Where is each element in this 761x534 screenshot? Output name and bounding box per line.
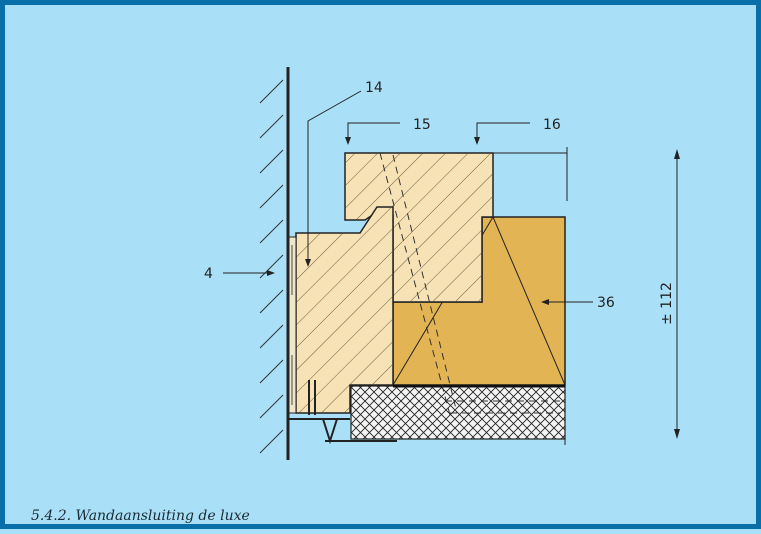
- leader-36: 36: [541, 295, 615, 311]
- part-14-strip: [288, 236, 297, 414]
- part-15-profile: [295, 206, 394, 414]
- label-4: 4: [204, 266, 213, 282]
- dimension-label: ± 112: [659, 282, 675, 325]
- hidden-lines: [379, 152, 560, 416]
- leader-14: [305, 90, 362, 267]
- wall: [259, 67, 290, 460]
- leader-15: [345, 122, 400, 145]
- label-14: 14: [365, 80, 383, 96]
- leader-16: [474, 122, 530, 145]
- label-36: 36: [597, 295, 615, 311]
- dimension-112: ± 112: [659, 149, 680, 439]
- label-16: 16: [543, 117, 561, 133]
- label-15: 15: [413, 117, 431, 133]
- leader-4: 4: [204, 266, 275, 282]
- part-16-profile: [344, 152, 494, 303]
- insulation-layer: [350, 384, 566, 440]
- bottom-profile: [287, 380, 397, 460]
- wall-connection-drawing: 4 14 15 16 36: [204, 67, 680, 460]
- extension-lines: [493, 147, 568, 445]
- figure-caption: 5.4.2. Wandaansluiting de luxe: [31, 508, 250, 524]
